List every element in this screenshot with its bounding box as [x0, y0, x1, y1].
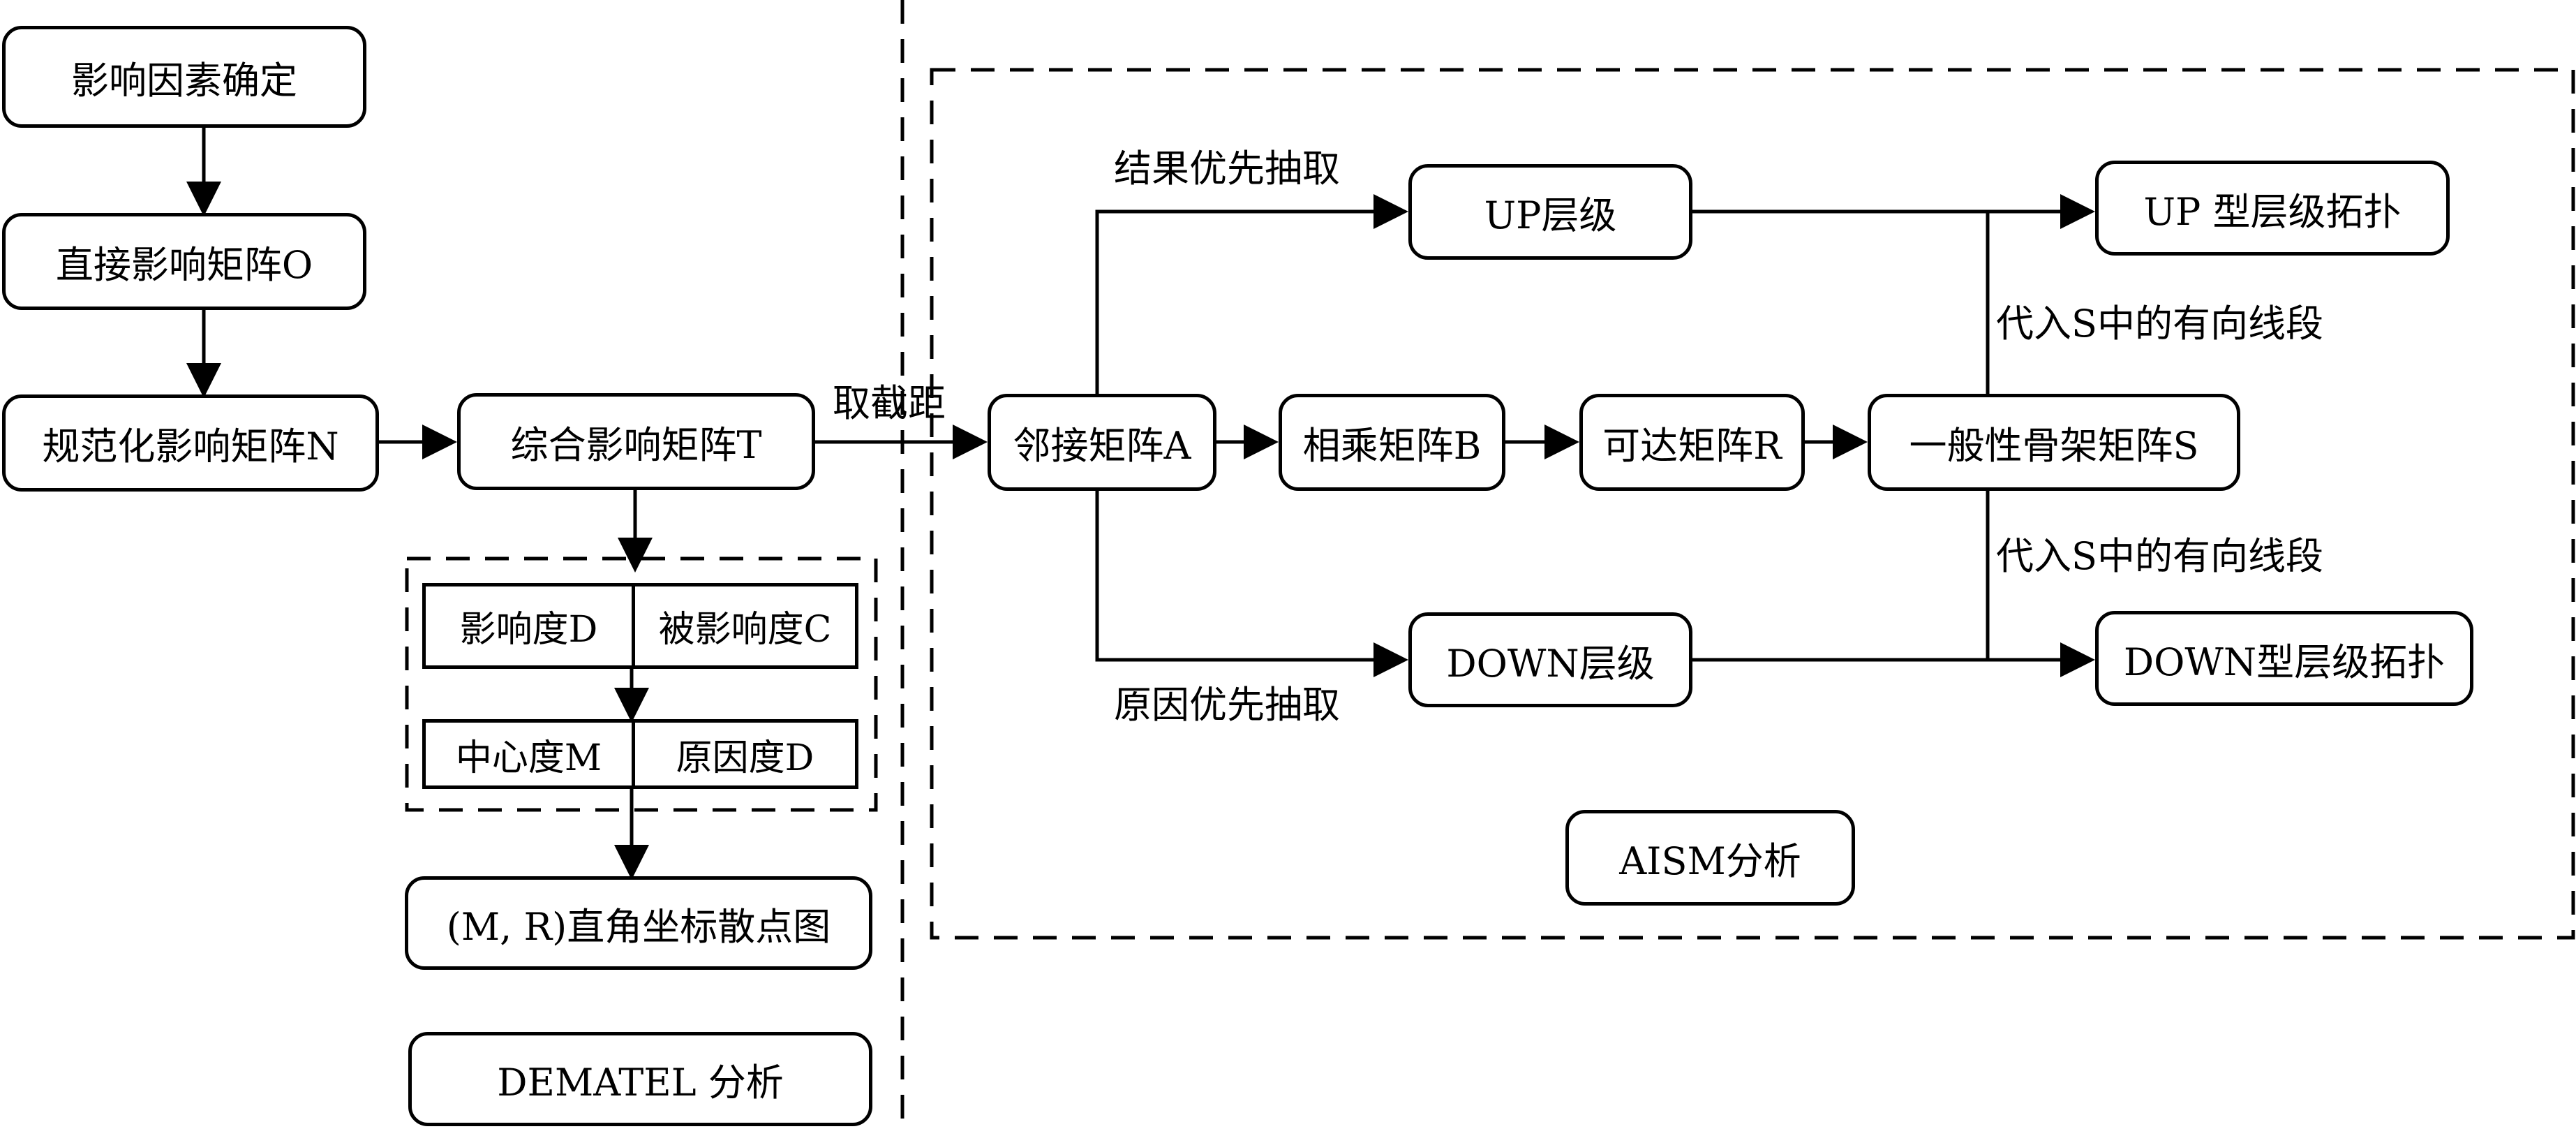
- product-matrix: 相乘矩阵B: [1279, 394, 1505, 491]
- dematel-section-label: DEMATEL 分析: [408, 1032, 872, 1126]
- substitute-up-label: 代入S中的有向线段: [1996, 302, 2323, 346]
- metric-influenced: 被影响度C: [632, 583, 858, 669]
- metric-centrality: 中心度M: [422, 719, 635, 789]
- metric-cause: 原因度D: [632, 719, 858, 789]
- step-total-matrix: 综合影响矩阵T: [457, 393, 815, 490]
- aism-section-label: AISM分析: [1565, 810, 1855, 906]
- cause-first-label: 原因优先抽取: [1114, 683, 1340, 727]
- arrow-a-to-up: [1095, 194, 1408, 394]
- arrow-a-to-down: [1095, 491, 1408, 677]
- aism-frame: [930, 68, 2575, 940]
- result-first-label: 结果优先抽取: [1114, 147, 1340, 191]
- reachable-matrix: 可达矩阵R: [1579, 394, 1805, 491]
- cutoff-label: 取截距: [833, 381, 946, 425]
- down-topology: DOWN型层级拓扑: [2095, 611, 2473, 706]
- scatter-plot-node: (M, R)直角坐标散点图: [405, 876, 872, 970]
- substitute-down-label: 代入S中的有向线段: [1996, 534, 2323, 578]
- metric-influence: 影响度D: [422, 583, 635, 669]
- skeleton-matrix: 一般性骨架矩阵S: [1868, 394, 2240, 491]
- step-direct-matrix: 直接影响矩阵O: [2, 213, 366, 310]
- step-identify-factors: 影响因素确定: [2, 26, 366, 128]
- step-normalized-matrix: 规范化影响矩阵N: [2, 394, 379, 492]
- up-level: UP层级: [1408, 164, 1692, 260]
- adjacency-matrix: 邻接矩阵A: [988, 394, 1216, 491]
- up-topology: UP 型层级拓扑: [2095, 161, 2450, 256]
- down-level: DOWN层级: [1408, 612, 1692, 707]
